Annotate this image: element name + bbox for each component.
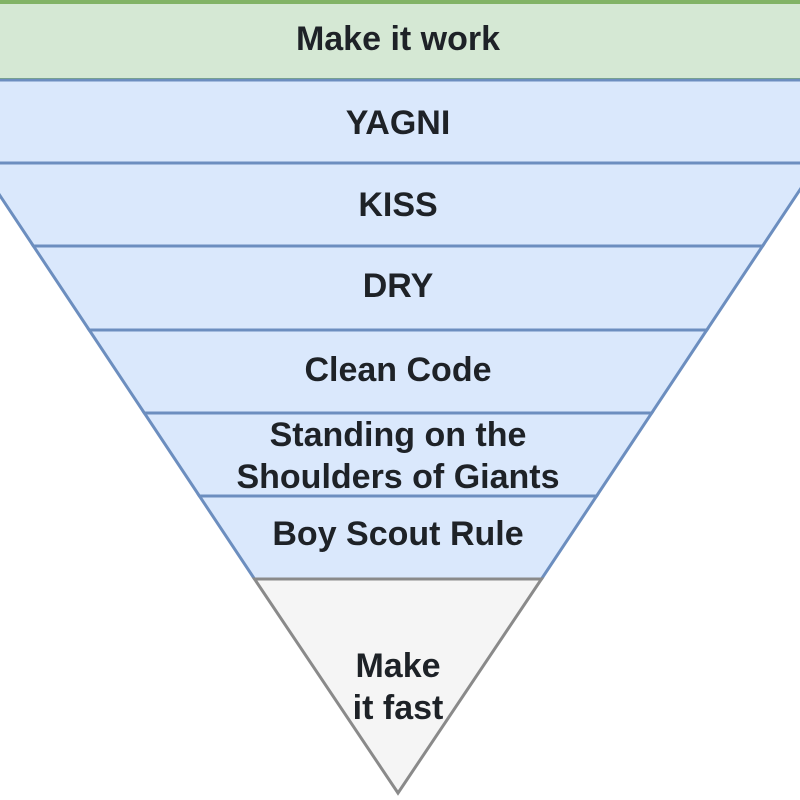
level-label-kiss: KISS	[0, 184, 798, 226]
level-label-text-line1: Make	[355, 647, 441, 685]
level-label-make-it-fast: Make it fast	[0, 645, 798, 729]
level-label-text: Make it work	[295, 20, 501, 58]
level-label-standing-on-the-shoulders-of-giants: Standing on the Shoulders of Giants	[0, 414, 798, 498]
level-label-text-line1: Standing on the	[269, 416, 527, 454]
level-label-yagni: YAGNI	[0, 102, 798, 144]
level-label-text: DRY	[362, 267, 434, 305]
level-shape-yagni	[0, 78, 800, 165]
level-shape-make-it-fast	[251, 577, 545, 796]
level-label-text: Clean Code	[304, 351, 492, 389]
level-label-text-line2: it fast	[352, 689, 444, 727]
level-label-text: KISS	[358, 186, 438, 224]
level-label-text: YAGNI	[345, 104, 451, 142]
level-shape-make-it-work	[0, 0, 800, 82]
level-label-clean-code: Clean Code	[0, 349, 798, 391]
level-label-make-it-work: Make it work	[0, 18, 798, 60]
level-label-text: Boy Scout Rule	[272, 515, 524, 553]
level-label-dry: DRY	[0, 265, 798, 307]
level-label-text-line2: Shoulders of Giants	[236, 458, 560, 496]
level-label-boy-scout-rule: Boy Scout Rule	[0, 513, 798, 555]
